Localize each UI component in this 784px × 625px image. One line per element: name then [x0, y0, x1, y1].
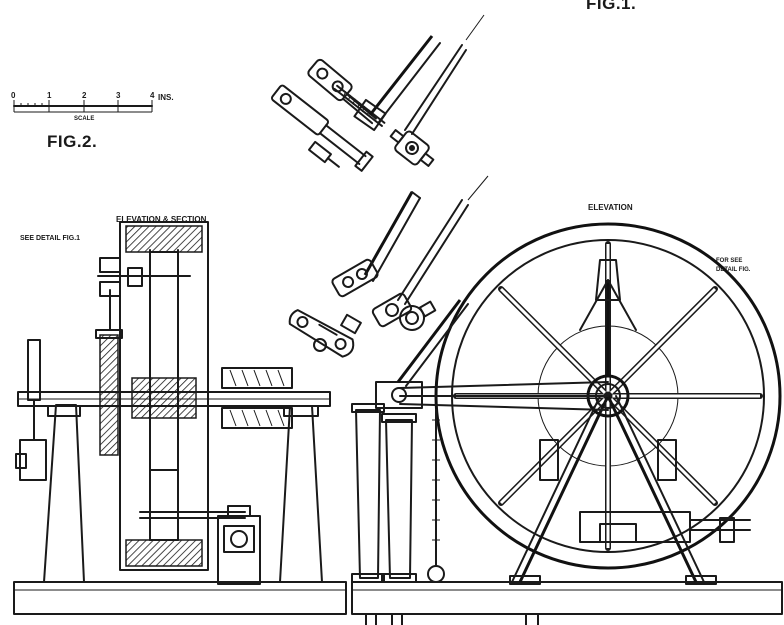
- scale-tick-2: 2: [82, 91, 87, 100]
- note-right-line1: FOR SEE: [716, 258, 742, 264]
- scale-bar: 0 1 2 3 4 INS. SCALE: [11, 91, 174, 122]
- scale-tick-1: 1: [47, 91, 52, 100]
- scale-tick-4: 4: [150, 91, 155, 100]
- detail-parts-upper: [271, 14, 485, 172]
- fig1-label: FIG.1.: [586, 0, 636, 13]
- left-elevation-section: ELEVATION & SECTION SEE DETAIL FIG.1: [13, 215, 347, 615]
- elevation-section-title: ELEVATION & SECTION: [116, 215, 207, 224]
- middle-columns: [351, 299, 539, 625]
- detail-parts-lower: [288, 175, 489, 358]
- scale-tick-0: 0: [11, 91, 16, 100]
- note-left: SEE DETAIL FIG.1: [20, 235, 80, 242]
- scale-word: SCALE: [74, 116, 94, 122]
- scale-tick-3: 3: [116, 91, 121, 100]
- right-elevation: ELEVATION FOR SEE DETAIL FIG.: [351, 203, 783, 615]
- fig2-label: FIG.2.: [47, 132, 97, 151]
- note-right-line2: DETAIL FIG.: [716, 267, 751, 273]
- scale-units: INS.: [158, 93, 174, 102]
- elevation-title: ELEVATION: [588, 203, 633, 212]
